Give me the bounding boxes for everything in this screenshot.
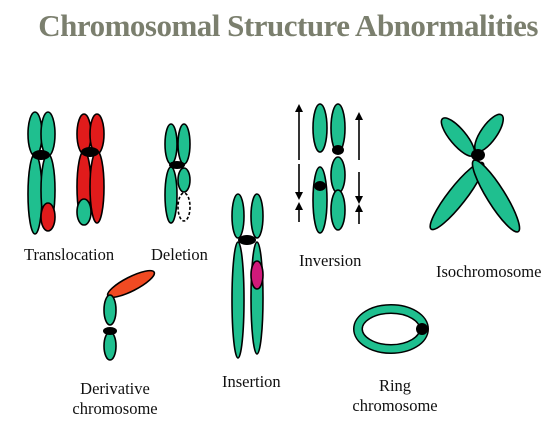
- centromere: [471, 149, 485, 161]
- chromosome-part: [178, 168, 190, 192]
- label-translocation: Translocation: [24, 245, 114, 265]
- translocated-chromosome: [77, 114, 104, 225]
- label-ring-line1: Ring: [344, 376, 446, 396]
- chromosome-part: [41, 203, 55, 231]
- chromosome-part: [331, 190, 345, 230]
- chromosome-part: [90, 151, 104, 223]
- chromosome-part: [77, 199, 91, 225]
- chromosome-part: [466, 156, 526, 237]
- label-inversion: Inversion: [299, 251, 361, 271]
- inserted-segment: [251, 261, 263, 289]
- label-derivative-line2: chromosome: [64, 399, 166, 419]
- chromosome-part: [251, 194, 263, 238]
- deletion-group: [165, 124, 190, 223]
- centromere: [169, 161, 185, 169]
- chromosome-part: [28, 112, 42, 156]
- chromosome-part: [331, 104, 345, 152]
- chromosome-part: [41, 112, 55, 156]
- insertion-group: [232, 194, 263, 358]
- chromosome-part: [178, 124, 190, 164]
- label-insertion: Insertion: [222, 372, 281, 392]
- chromosome-part: [470, 110, 508, 155]
- ring-chromosome: [358, 309, 424, 349]
- chromosome-part: [28, 154, 42, 234]
- chromosome-part: [165, 167, 177, 223]
- deleted-segment: [178, 193, 190, 221]
- centromere: [314, 181, 326, 191]
- chromosome-part: [313, 104, 327, 152]
- centromere: [32, 150, 50, 160]
- label-ring-line2: chromosome: [344, 396, 446, 416]
- inversion-group: [299, 104, 359, 233]
- label-ring: Ring chromosome: [344, 376, 446, 416]
- chromosome-part: [232, 194, 244, 238]
- label-isochromosome: Isochromosome: [436, 262, 541, 282]
- chromosome-part: [313, 167, 327, 233]
- chromosome-part: [251, 242, 263, 354]
- label-deletion: Deletion: [151, 245, 208, 265]
- ring-group: [358, 309, 428, 349]
- centromere: [103, 327, 117, 335]
- chromosome-part: [165, 124, 177, 164]
- derivative-group: [103, 266, 157, 360]
- chromosome-part: [104, 295, 116, 325]
- centromere: [81, 147, 99, 157]
- isochromosome-group: [424, 110, 526, 236]
- chromosome-part: [104, 332, 116, 360]
- normal-chromosome: [28, 112, 55, 234]
- label-derivative: Derivative chromosome: [64, 379, 166, 419]
- centromere: [238, 235, 256, 245]
- centromere: [416, 323, 428, 335]
- chromosome-part: [331, 157, 345, 193]
- chromosome-part: [232, 242, 244, 358]
- label-derivative-line1: Derivative: [64, 379, 166, 399]
- translocation-group: [28, 112, 104, 234]
- centromere: [332, 145, 344, 155]
